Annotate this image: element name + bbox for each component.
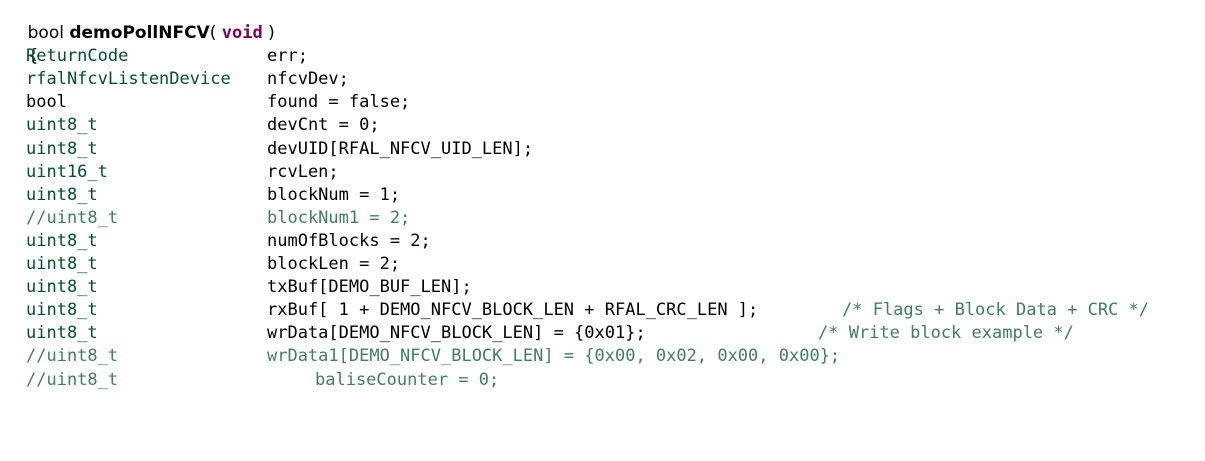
function-signature-line: bool demoPollNFCV( void ) — [6, 0, 1201, 43]
code-line: uint16_t rcvLen; — [6, 161, 1201, 184]
var-declaration: txBuf[DEMO_BUF_LEN]; — [267, 277, 472, 298]
var-type: uint8_t — [26, 277, 98, 298]
var-declaration: blockNum1 = 2; — [267, 207, 411, 228]
var-declaration: wrData[DEMO_NFCV_BLOCK_LEN] = {0x01}; — [267, 323, 646, 344]
code-line: uint8_t devUID[RFAL_NFCV_UID_LEN]; — [6, 138, 1201, 161]
open-brace: { — [27, 46, 39, 67]
var-declaration: rcvLen; — [267, 161, 339, 182]
param-keyword: void — [221, 23, 263, 44]
var-declaration: baliseCounter = 0; — [315, 369, 500, 390]
var-type: ReturnCode — [26, 46, 129, 67]
code-line: uint8_t numOfBlocks = 2; — [6, 230, 1201, 253]
code-line: uint8_t rxBuf[ 1 + DEMO_NFCV_BLOCK_LEN +… — [6, 299, 1201, 322]
function-name: demoPollNFCV — [69, 23, 210, 44]
commented-code-line: //uint8_t blockNum1 = 2; — [6, 207, 1201, 230]
var-type: uint8_t — [26, 115, 98, 136]
code-line: ReturnCode err; — [6, 45, 1201, 68]
var-declaration: numOfBlocks = 2; — [267, 230, 431, 251]
var-declaration: found = false; — [267, 92, 411, 113]
var-declaration: devUID[RFAL_NFCV_UID_LEN]; — [267, 138, 534, 159]
close-paren: ) — [262, 23, 275, 44]
trailing-comment: /* Write block example */ — [818, 323, 1074, 344]
var-declaration: err; — [267, 46, 308, 67]
var-type: uint8_t — [26, 300, 98, 321]
return-type: bool — [27, 23, 70, 44]
var-type: bool — [26, 92, 67, 113]
var-type: //uint8_t — [26, 369, 119, 390]
trailing-comment: /* Flags + Block Data + CRC */ — [842, 300, 1150, 321]
var-declaration: blockNum = 1; — [267, 184, 401, 205]
code-editor[interactable]: bool demoPollNFCV( void ) { ReturnCode e… — [6, 0, 1201, 392]
code-line: uint8_t blockLen = 2; — [6, 253, 1201, 276]
code-line: uint8_t devCnt = 0; — [6, 114, 1201, 137]
var-declaration: nfcvDev; — [267, 69, 349, 90]
var-type: uint8_t — [26, 254, 98, 275]
var-type: rfalNfcvListenDevice — [26, 69, 231, 90]
open-paren: ( — [209, 23, 222, 44]
var-type: uint16_t — [26, 161, 108, 182]
var-declaration: blockLen = 2; — [267, 254, 401, 275]
open-brace-line: { — [6, 22, 1201, 66]
var-type: //uint8_t — [26, 207, 119, 228]
var-type: //uint8_t — [26, 346, 119, 367]
code-line: uint8_t blockNum = 1; — [6, 184, 1201, 207]
code-line: rfalNfcvListenDevice nfcvDev; — [6, 68, 1201, 91]
code-line: uint8_t wrData[DEMO_NFCV_BLOCK_LEN] = {0… — [6, 322, 1201, 345]
var-type: uint8_t — [26, 230, 98, 251]
code-line: uint8_t txBuf[DEMO_BUF_LEN]; — [6, 276, 1201, 299]
var-declaration: devCnt = 0; — [267, 115, 380, 136]
var-declaration: wrData1[DEMO_NFCV_BLOCK_LEN] = {0x00, 0x… — [267, 346, 841, 367]
commented-code-line: //uint8_t wrData1[DEMO_NFCV_BLOCK_LEN] =… — [6, 345, 1201, 368]
var-type: uint8_t — [26, 138, 98, 159]
code-line: bool found = false; — [6, 91, 1201, 114]
var-type: uint8_t — [26, 184, 98, 205]
var-declaration: rxBuf[ 1 + DEMO_NFCV_BLOCK_LEN + RFAL_CR… — [267, 300, 759, 321]
commented-code-line: //uint8_t baliseCounter = 0; — [6, 369, 1201, 392]
var-type: uint8_t — [26, 323, 98, 344]
